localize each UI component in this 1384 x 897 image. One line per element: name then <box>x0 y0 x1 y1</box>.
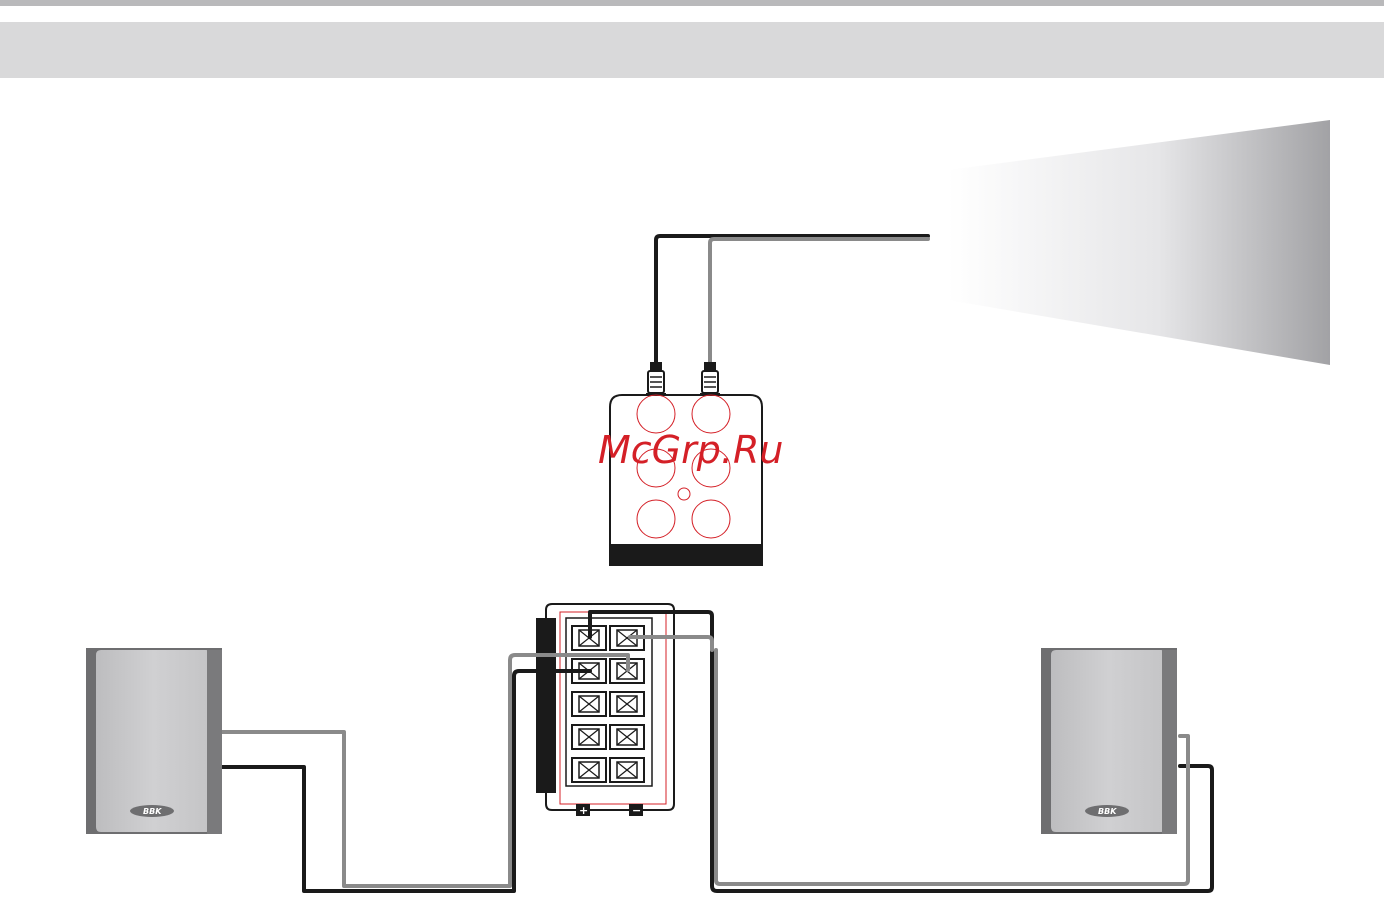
audio-cable-gray <box>710 239 928 365</box>
right-speaker-logo: BBK <box>1098 807 1117 816</box>
audio-cable-black <box>656 236 928 365</box>
left-speaker-wire-black <box>222 671 590 891</box>
tv-device <box>948 120 1330 365</box>
input-jack-panel <box>610 395 762 565</box>
left-speaker-logo: BBK <box>143 807 162 816</box>
left-speaker-icon: BBK <box>86 648 222 834</box>
minus-polarity-label: − <box>632 804 641 817</box>
right-speaker-icon: BBK <box>1041 648 1177 834</box>
plus-polarity-label: + <box>579 804 588 817</box>
watermark: McGrp.Ru <box>598 428 783 472</box>
